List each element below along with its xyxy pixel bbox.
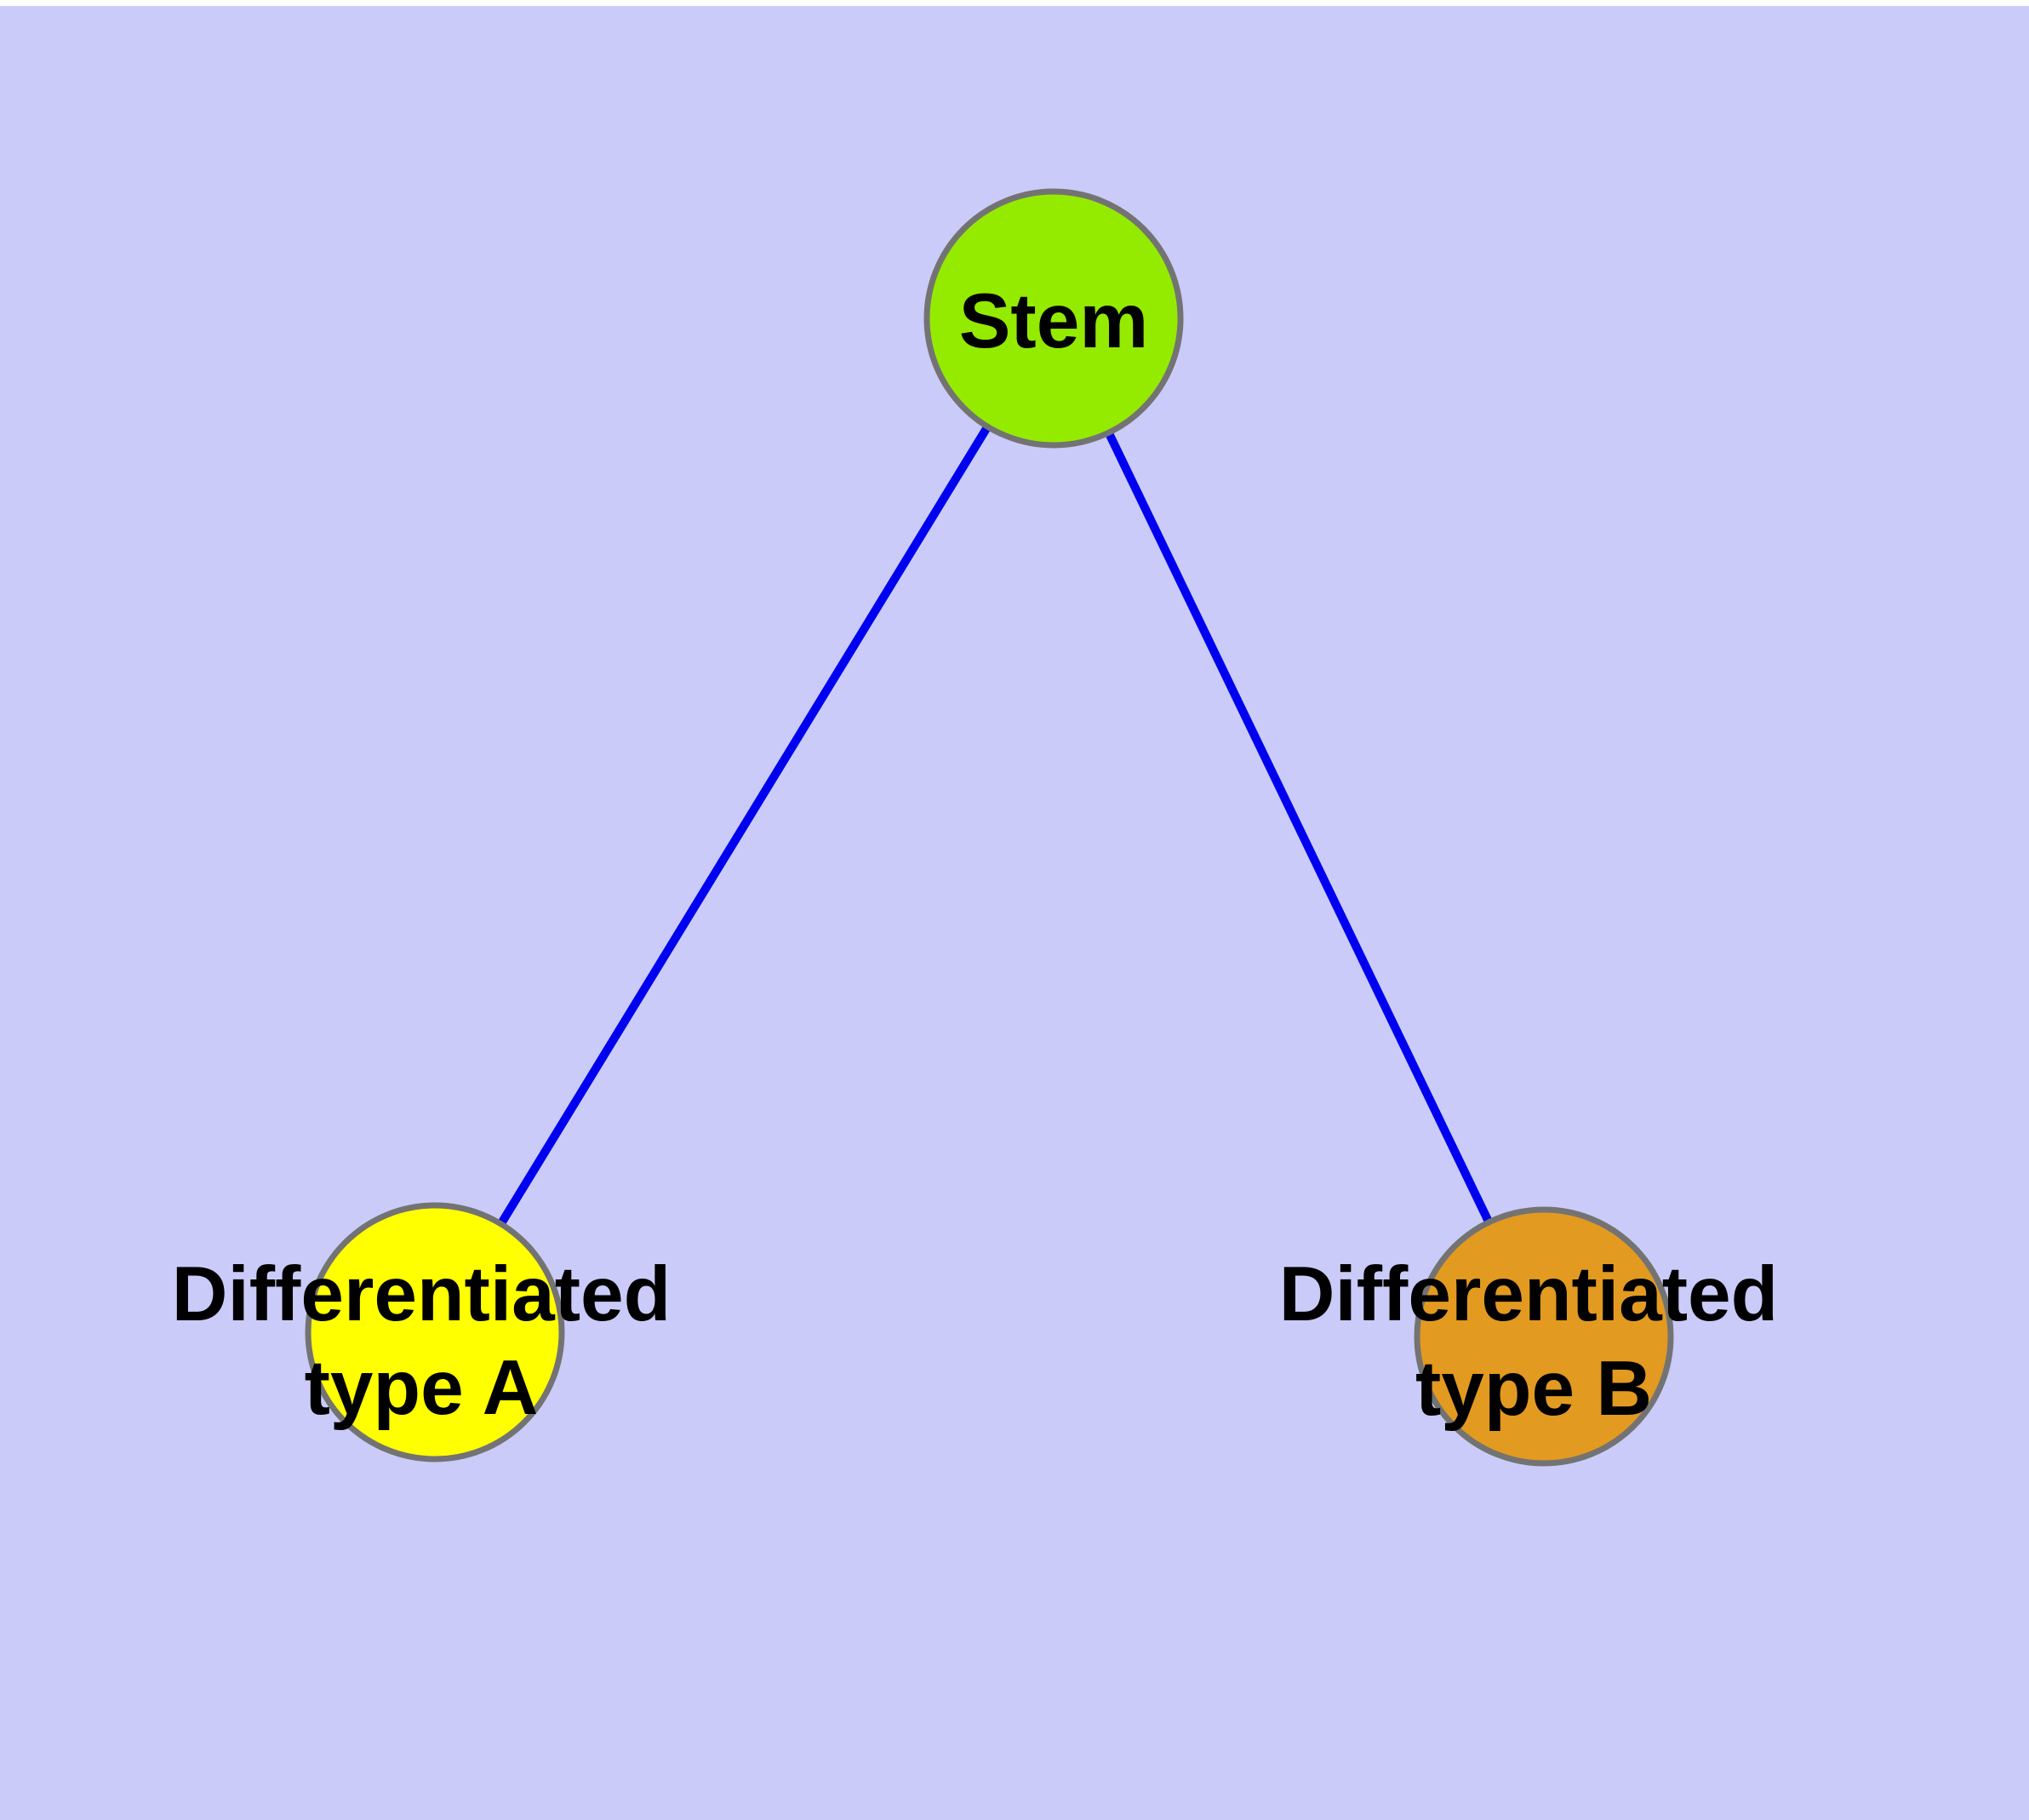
- node-stem-label: Stem: [959, 278, 1149, 364]
- node-differentiated-type-b-label-line1: Differentiated: [1279, 1251, 1779, 1337]
- edge-stem-to-type-b: [1049, 316, 1548, 1339]
- edge-layer: [431, 316, 1548, 1339]
- node-differentiated-type-a: Differentiated type A: [172, 1202, 672, 1462]
- node-differentiated-type-a-label-line2: type A: [305, 1345, 539, 1431]
- node-differentiated-type-b: Differentiated type B: [1279, 1206, 1779, 1467]
- node-differentiated-type-b-circle: [1414, 1206, 1674, 1467]
- node-differentiated-type-a-circle: [305, 1202, 565, 1462]
- edge-stem-to-type-a: [431, 316, 1058, 1335]
- node-differentiated-type-b-label-line2: type B: [1415, 1346, 1652, 1432]
- node-stem: Stem: [923, 188, 1184, 449]
- node-differentiated-type-a-label-line1: Differentiated: [172, 1251, 672, 1337]
- node-stem-circle: [923, 188, 1184, 449]
